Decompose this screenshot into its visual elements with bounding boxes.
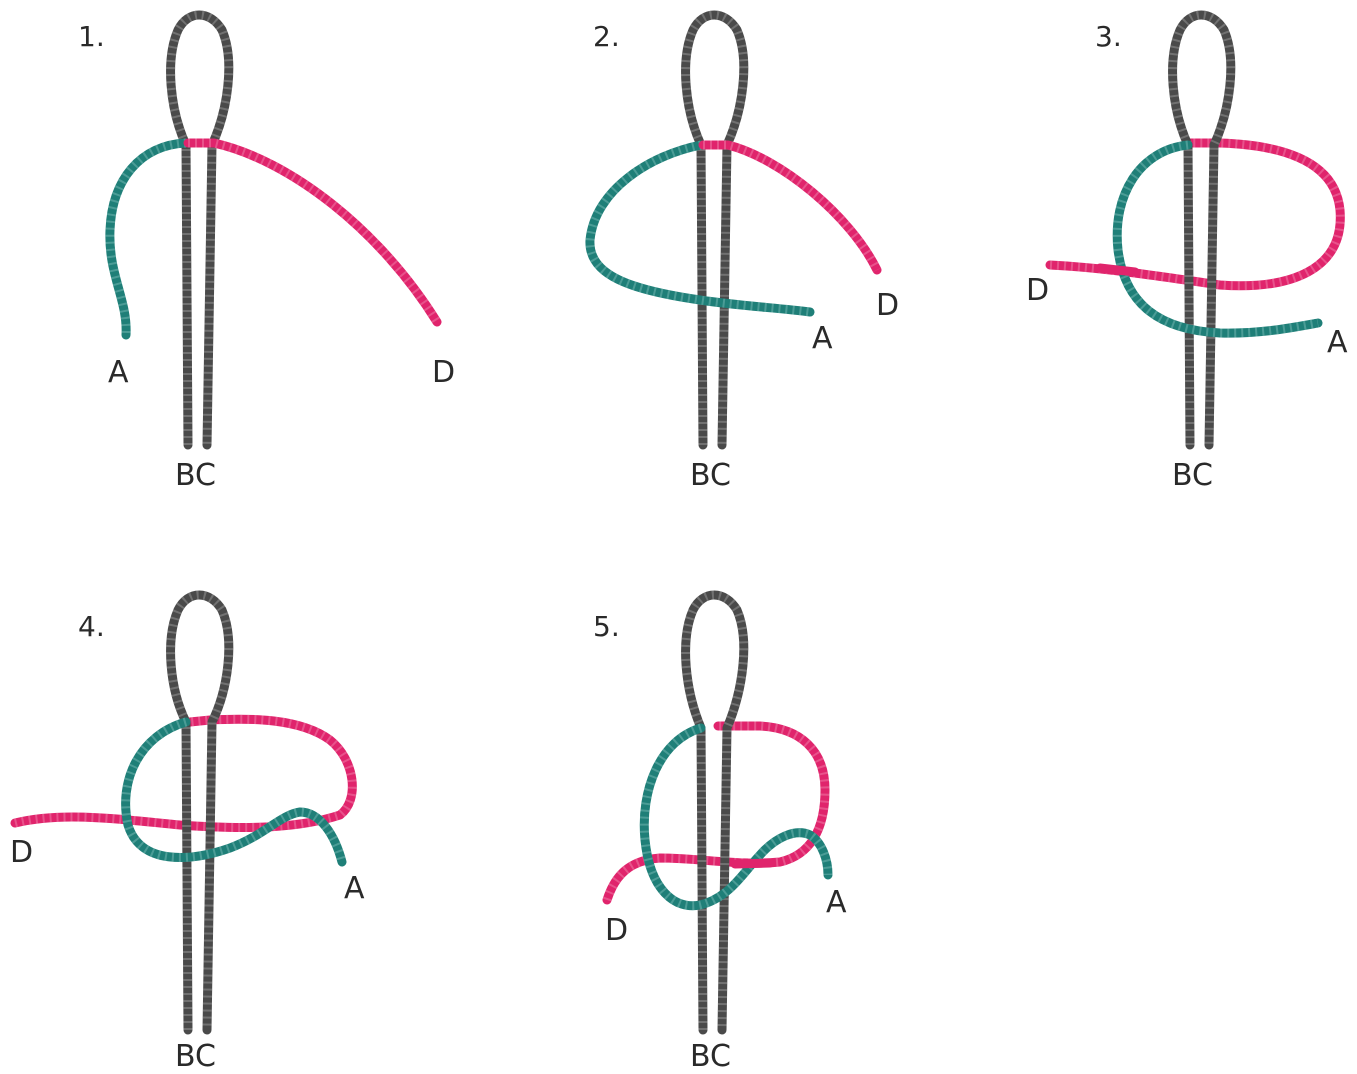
step-3-end-a-label: A bbox=[1327, 325, 1348, 360]
step-1: 1. A D BC bbox=[78, 10, 455, 493]
step-3-green-rope bbox=[1112, 140, 1323, 338]
step-4-pink-rope bbox=[10, 714, 357, 833]
step-2-number: 2. bbox=[593, 20, 620, 53]
step-1-green-rope bbox=[105, 138, 191, 340]
step-1-end-d-label: D bbox=[432, 355, 455, 390]
step-5: 5. A D BC bbox=[593, 590, 847, 1074]
step-2: 2. A D BC bbox=[585, 10, 899, 493]
step-2-end-d-label: D bbox=[876, 288, 899, 323]
step-5-end-bc-label: BC bbox=[690, 1039, 731, 1074]
step-4-end-bc-label: BC bbox=[175, 1039, 216, 1074]
step-5-end-a-label: A bbox=[826, 885, 847, 920]
step-2-end-a-label: A bbox=[812, 321, 833, 356]
step-1-end-a-label: A bbox=[108, 355, 129, 390]
step-2-end-bc-label: BC bbox=[690, 458, 731, 493]
step-5-loop-rope bbox=[681, 590, 749, 1035]
step-4-loop-rope bbox=[166, 590, 234, 1035]
step-1-number: 1. bbox=[78, 20, 105, 53]
step-2-green-rope bbox=[585, 140, 815, 317]
step-4-green-rope bbox=[121, 717, 347, 867]
step-1-end-bc-label: BC bbox=[175, 458, 216, 493]
step-5-number: 5. bbox=[593, 610, 620, 643]
step-4-number: 4. bbox=[78, 610, 105, 643]
step-5-pink-rope bbox=[602, 721, 830, 905]
step-3-number: 3. bbox=[1095, 20, 1122, 53]
step-3-end-d-label: D bbox=[1026, 273, 1049, 308]
step-1-loop-path bbox=[166, 10, 234, 450]
step-4-end-a-label: A bbox=[344, 871, 365, 906]
step-4: 4. A D BC bbox=[10, 590, 365, 1074]
step-5-green-rope bbox=[639, 723, 833, 911]
step-2-pink-rope bbox=[698, 140, 882, 275]
step-1-loop-rope bbox=[166, 10, 234, 450]
step-2-loop-rope bbox=[681, 10, 749, 450]
step-1-pink-rope bbox=[183, 138, 442, 327]
step-5-end-d-label: D bbox=[605, 913, 628, 948]
step-3-loop-rope bbox=[1168, 10, 1236, 450]
step-3: 3. A D BC bbox=[1026, 10, 1348, 493]
step-3-end-bc-label: BC bbox=[1172, 458, 1213, 493]
step-4-end-d-label: D bbox=[10, 835, 33, 870]
